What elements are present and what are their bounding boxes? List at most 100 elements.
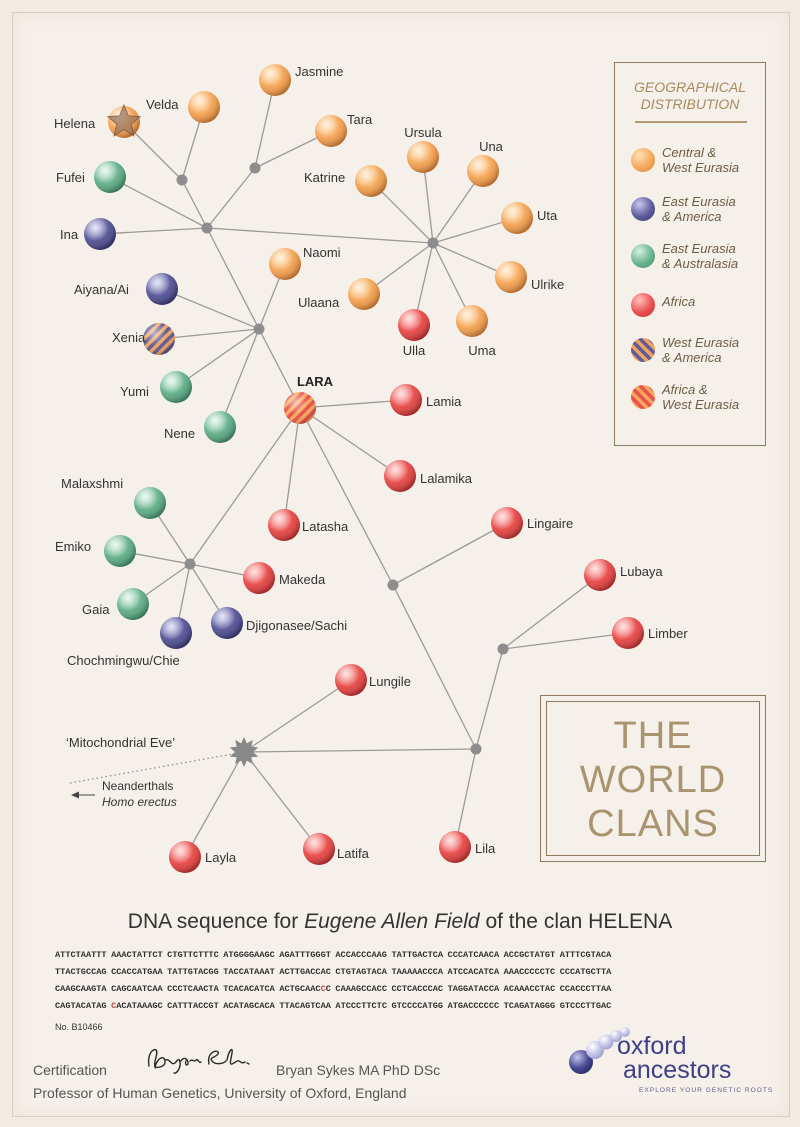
legend-line: East Eurasia <box>662 194 736 209</box>
tree-junction <box>184 558 196 570</box>
dna-segment: ACAAACCTAC <box>503 984 556 994</box>
clan-sphere-shine <box>268 509 300 541</box>
clan-node-lara: LARA <box>284 374 334 424</box>
dna-segment: CCACCATGAA <box>111 967 163 977</box>
dna-segment: AGATTTGGGT <box>279 950 331 960</box>
clan-label: Aiyana/Ai <box>74 282 129 297</box>
tree-branch <box>502 632 629 650</box>
dna-segment: ACCACCCAAG <box>335 950 387 960</box>
title-line-the: THE <box>613 715 693 757</box>
clan-label: Una <box>479 139 504 154</box>
clan-label: Helena <box>54 116 96 131</box>
outgroup-arrow-head <box>71 791 79 799</box>
tree-branch <box>392 584 477 750</box>
dna-segment: ATGGGGAAGC <box>223 950 275 960</box>
clan-node-ursula: Ursula <box>404 125 443 173</box>
clan-sphere-shine <box>94 161 126 193</box>
dna-segment: CATTTACCGT <box>167 1001 219 1011</box>
dna-segment: AAACCCCCTC <box>503 967 556 977</box>
legend-swatch-east-eurasia-america <box>631 197 655 221</box>
clan-sphere-shine <box>495 261 527 293</box>
clan-node-malaxshmi: Malaxshmi <box>61 476 166 519</box>
clan-sphere-shine <box>355 165 387 197</box>
clan-node-lila: Lila <box>439 831 496 863</box>
legend-swatch-africa <box>631 293 655 317</box>
dna-segment: GTCCCTTGAC <box>559 1001 612 1011</box>
clan-sphere-shine <box>160 371 192 403</box>
clan-label: Ulaana <box>298 295 340 310</box>
certificate-background <box>12 12 790 1117</box>
legend-text-central-west-eurasia: Central &West Eurasia <box>662 145 767 175</box>
clan-sphere-shine <box>143 323 175 355</box>
clan-node-gaia: Gaia <box>82 588 149 620</box>
legend-text-east-eurasia-america: East Eurasia& America <box>662 194 767 224</box>
tree-branch <box>175 328 260 388</box>
clan-label: Lingaire <box>527 516 573 531</box>
clan-sphere-shine <box>467 155 499 187</box>
clan-label: Lalamika <box>420 471 473 486</box>
legend-title-line1: GEOGRAPHICAL <box>633 79 747 95</box>
tree-branch <box>161 288 260 330</box>
dna-segment: CCCATCAACA <box>447 950 500 960</box>
dna-segment: ATCCACATCA <box>447 967 500 977</box>
clan-label: Ulla <box>403 343 426 358</box>
clan-label: LARA <box>297 374 334 389</box>
legend-line: West Eurasia <box>662 160 740 175</box>
dna-segment: TATTGTACGG <box>167 967 219 977</box>
legend-item-central-west-eurasia: Central &West Eurasia <box>631 143 767 183</box>
clan-sphere-shine <box>169 841 201 873</box>
clan-label: Xenia <box>112 330 146 345</box>
tree-branch <box>206 227 434 244</box>
clan-sphere-shine <box>584 559 616 591</box>
clan-sphere-shine <box>84 218 116 250</box>
legend-text-east-eurasia-australasia: East Eurasia& Australasia <box>662 241 767 271</box>
logo-text-oxford: oxford <box>617 1032 687 1060</box>
dna-segment: ATCCCTTCTC <box>335 1001 387 1011</box>
clan-node-lubaya: Lubaya <box>584 559 663 591</box>
clan-label: Layla <box>205 850 237 865</box>
tree-branch <box>454 748 477 848</box>
legend-line: West Eurasia <box>662 335 740 350</box>
clan-label: Latifa <box>337 846 370 861</box>
dna-segment: CACATAAAGC <box>111 1001 163 1011</box>
clan-label: Uma <box>468 343 496 358</box>
legend-item-east-eurasia-australasia: East Eurasia& Australasia <box>631 239 767 279</box>
clan-node-velda: Velda <box>146 91 220 123</box>
legend-box: GEOGRAPHICAL DISTRIBUTION Central &West … <box>614 62 766 446</box>
dna-segment: CCCATGCTTA <box>559 967 612 977</box>
dna-segment: TTACTGCCAG <box>55 967 107 977</box>
dna-segment: CTGTAGTACA <box>335 967 387 977</box>
clan-label: Limber <box>648 626 688 641</box>
tree-branch <box>502 574 601 650</box>
logo-text-ancestors: ancestors <box>623 1056 732 1084</box>
clan-label: Malaxshmi <box>61 476 123 491</box>
dna-segment: TATTGACTCA <box>391 950 444 960</box>
legend-swatch-east-eurasia-australasia <box>631 244 655 268</box>
clan-label: Tara <box>347 112 373 127</box>
clan-label: Chochmingwu/Chie <box>67 653 180 668</box>
clan-node-latifa: Latifa <box>303 833 370 865</box>
dna-segment: ATTCTAATTT <box>55 950 107 960</box>
legend-swatch-central-west-eurasia <box>631 148 655 172</box>
clan-label: Makeda <box>279 572 326 587</box>
tree-branch <box>243 679 352 753</box>
dna-segment: TAAAAACCCA <box>391 967 444 977</box>
tree-edges <box>99 79 629 858</box>
clan-node-xenia: Xenia <box>112 323 175 355</box>
clan-label: Lubaya <box>620 564 663 579</box>
tree-junction <box>470 743 482 755</box>
mitochondrial-eve-node <box>229 737 259 767</box>
clan-sphere-shine <box>134 487 166 519</box>
legend-line: & America <box>662 350 722 365</box>
legend-swatch-west-eurasia-america <box>631 338 655 362</box>
clan-sphere-shine <box>398 309 430 341</box>
dna-segment: CCACCCTTAA <box>559 984 612 994</box>
clan-label: Latasha <box>302 519 349 534</box>
legend-line: & Australasia <box>662 256 739 271</box>
tree-branch <box>243 748 477 753</box>
oxford-ancestors-logo: oxford ancestors EXPLORE YOUR GENETIC RO… <box>565 1026 775 1101</box>
clan-sphere-shine <box>259 64 291 96</box>
clan-sphere-shine <box>188 91 220 123</box>
